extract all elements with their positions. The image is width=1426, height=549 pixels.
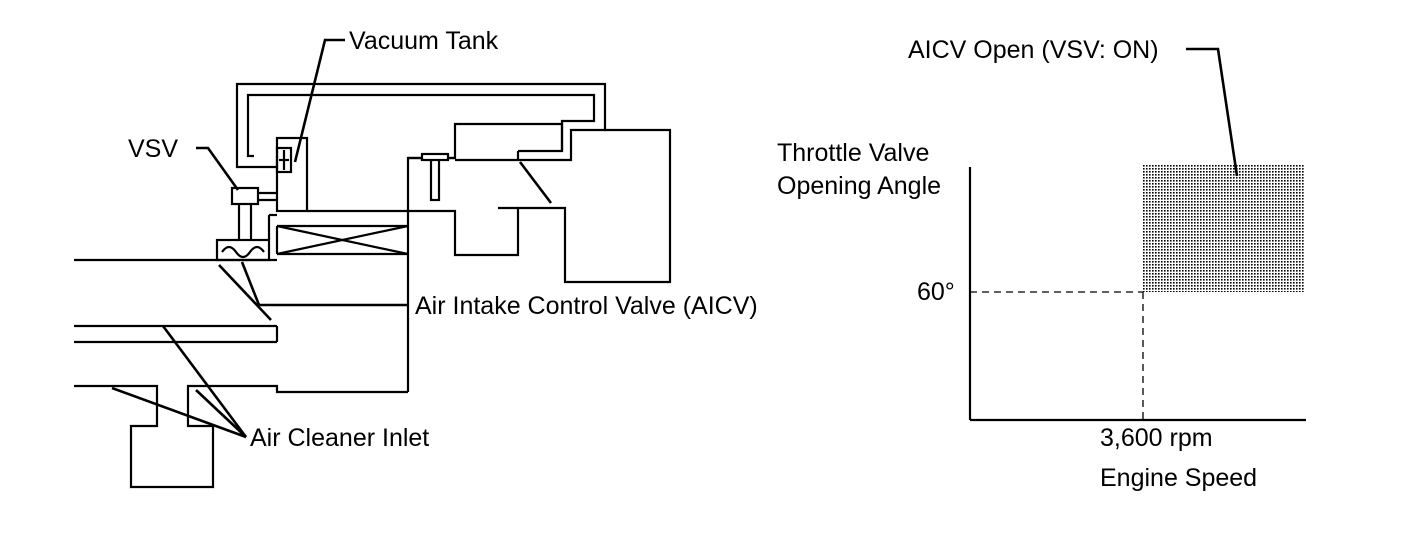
aicv-open-leader — [1186, 47, 1239, 177]
y-axis-label-line2: Opening Angle — [777, 172, 941, 200]
intake-duct — [74, 258, 408, 489]
threshold-3600-rpm-label: 3,600 rpm — [1100, 424, 1213, 452]
air-cleaner-inlet-label: Air Cleaner Inlet — [250, 424, 429, 452]
vsv-valve — [230, 186, 277, 240]
x-axis-label: Engine Speed — [1100, 464, 1257, 492]
vacuum-tank-label: Vacuum Tank — [349, 27, 499, 55]
throttle-body — [408, 128, 672, 284]
aicv-open-region — [1143, 165, 1305, 292]
y-axis-label-line1: Throttle Valve — [777, 139, 929, 167]
threshold-60-degree-label: 60° — [917, 278, 955, 306]
aicv-actuator — [215, 213, 277, 262]
aicv-open-label: AICV Open (VSV: ON) — [908, 36, 1159, 64]
vsv-label: VSV — [128, 135, 178, 163]
intake-diagram — [74, 82, 672, 489]
vacuum-tank — [254, 136, 309, 213]
aicv-operating-graph: AICV Open (VSV: ON) Throttle Valve Openi… — [777, 36, 1306, 492]
aicv-label: Air Intake Control Valve (AICV) — [415, 292, 758, 320]
leader-lines — [111, 38, 408, 439]
intake-chamber — [275, 122, 564, 392]
